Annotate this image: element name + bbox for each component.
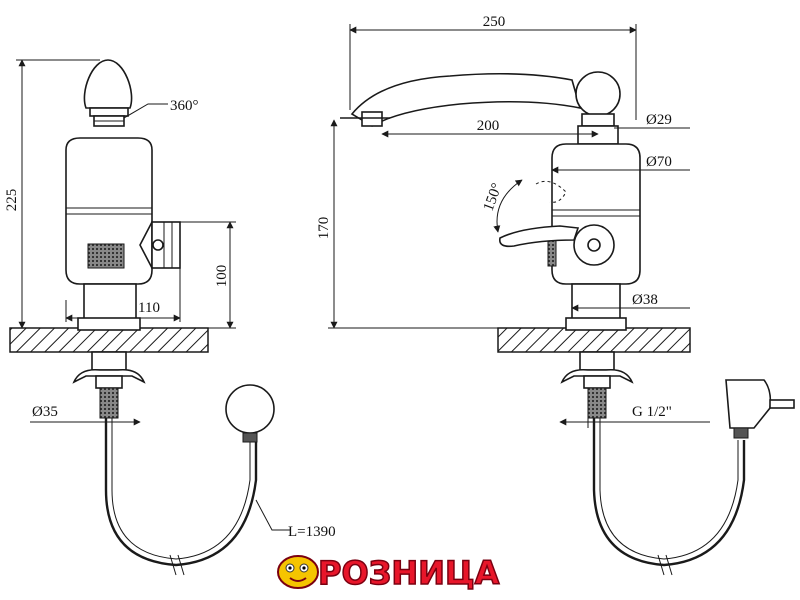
front-view: 150° 250 200 170 Ø29 Ø70 xyxy=(316,14,795,576)
logo-text: РОЗНИЦА xyxy=(318,554,500,592)
dim-nut-diameter: Ø35 xyxy=(32,404,58,420)
dim-handle-height: 100 xyxy=(214,265,230,288)
dim-rotation: 360° xyxy=(170,98,199,114)
dim-knob-diameter: Ø29 xyxy=(646,112,672,128)
spout xyxy=(350,72,582,127)
top-knob xyxy=(575,71,621,117)
dim-spout-length: 250 xyxy=(483,14,506,30)
dim-cable-length: L=1390 xyxy=(288,524,336,540)
dim-lever-angle: 150° xyxy=(481,181,506,213)
threaded-pipe-right xyxy=(587,387,607,419)
lever-handle xyxy=(498,225,580,248)
dim-handle-offset: 110 xyxy=(138,300,160,316)
plug-side xyxy=(725,379,772,429)
threaded-pipe-left xyxy=(99,387,119,419)
countertop-right xyxy=(497,327,691,353)
dim-spout-reach: 200 xyxy=(477,118,500,134)
brand-logo: РОЗНИЦА xyxy=(277,553,500,593)
display-mesh xyxy=(87,243,125,269)
countertop-left xyxy=(9,327,209,353)
cap-ring xyxy=(89,107,129,117)
power-cable-right xyxy=(592,418,746,567)
power-cable-left xyxy=(104,418,258,567)
dim-body-diameter: Ø70 xyxy=(646,154,672,170)
dim-thread-size: G 1/2" xyxy=(632,404,672,420)
side-knob xyxy=(151,221,181,269)
temperature-dial xyxy=(573,224,615,266)
mascot-icon xyxy=(277,555,319,589)
dim-spout-height: 170 xyxy=(316,217,332,240)
swivel-cap xyxy=(83,59,133,109)
dim-base-diameter: Ø38 xyxy=(632,292,658,308)
dim-height-total: 225 xyxy=(4,189,20,212)
plug-front xyxy=(225,384,275,434)
side-view: 225 360° 110 100 Ø35 L=1390 xyxy=(4,59,336,576)
